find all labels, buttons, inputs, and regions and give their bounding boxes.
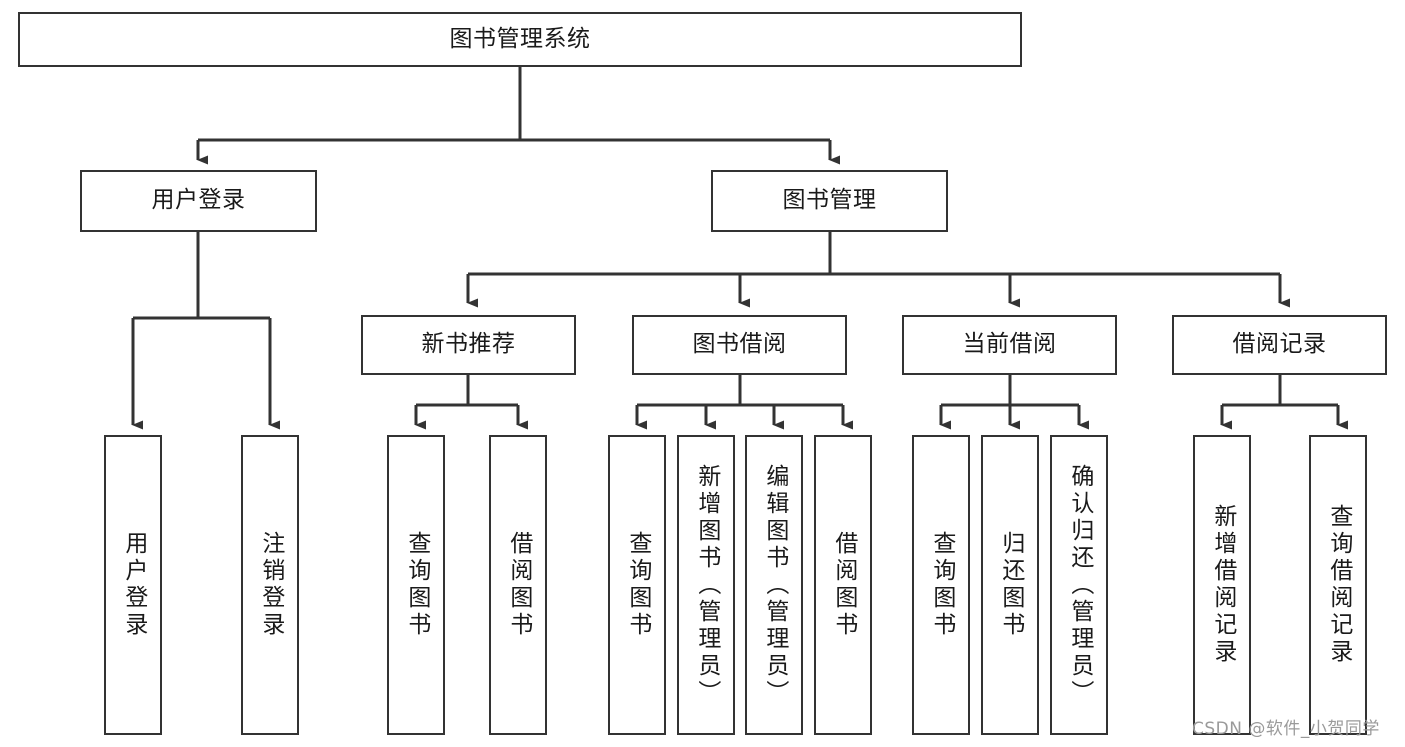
leaf-borrow-book[interactable]: 借阅图书 — [814, 435, 872, 735]
node-label: 图书管理系统 — [449, 25, 591, 52]
node-root-library-system[interactable]: 图书管理系统 — [18, 12, 1022, 67]
node-current-borrow[interactable]: 当前借阅 — [902, 315, 1117, 375]
node-label: 新增借阅记录 — [1209, 504, 1236, 666]
edge-userlogin-to-leaves — [131, 232, 280, 430]
node-borrow-record[interactable]: 借阅记录 — [1172, 315, 1387, 375]
node-book-management[interactable]: 图书管理 — [711, 170, 948, 232]
node-label: 用户登录 — [151, 187, 246, 214]
leaf-add-borrow-record[interactable]: 新增借阅记录 — [1193, 435, 1251, 735]
leaf-confirm-return-admin[interactable]: 确认归还（管理员） — [1050, 435, 1108, 735]
node-label: 新书推荐 — [421, 331, 516, 358]
node-label: 新增图书（管理员） — [693, 463, 720, 707]
node-label: 查询图书 — [624, 531, 651, 639]
node-label: 图书管理 — [782, 187, 877, 214]
node-new-book-recommend[interactable]: 新书推荐 — [361, 315, 576, 375]
leaf-add-book-admin[interactable]: 新增图书（管理员） — [677, 435, 735, 735]
edge-root-to-level2 — [196, 67, 840, 165]
node-label: 图书借阅 — [692, 331, 787, 358]
node-user-login[interactable]: 用户登录 — [80, 170, 317, 232]
edge-currentborrow-to-leaves — [939, 375, 1089, 430]
node-label: 编辑图书（管理员） — [761, 463, 788, 707]
edge-bookborrow-to-leaves — [635, 375, 853, 430]
leaf-query-book-current[interactable]: 查询图书 — [912, 435, 970, 735]
leaf-query-book-new[interactable]: 查询图书 — [387, 435, 445, 735]
node-label: 借阅记录 — [1232, 331, 1327, 358]
node-label: 查询图书 — [928, 531, 955, 639]
node-label: 借阅图书 — [505, 531, 532, 639]
node-label: 确认归还（管理员） — [1066, 463, 1093, 707]
node-label: 用户登录 — [120, 531, 147, 639]
leaf-logout-login[interactable]: 注销登录 — [241, 435, 299, 735]
leaf-borrow-book-new[interactable]: 借阅图书 — [489, 435, 547, 735]
node-book-borrow[interactable]: 图书借阅 — [632, 315, 847, 375]
node-label: 查询借阅记录 — [1325, 504, 1352, 666]
leaf-edit-book-admin[interactable]: 编辑图书（管理员） — [745, 435, 803, 735]
node-label: 注销登录 — [257, 531, 284, 639]
leaf-user-login[interactable]: 用户登录 — [104, 435, 162, 735]
leaf-query-borrow-record[interactable]: 查询借阅记录 — [1309, 435, 1367, 735]
node-label: 归还图书 — [997, 531, 1024, 639]
node-label: 当前借阅 — [962, 331, 1057, 358]
edge-borrowrecord-to-leaves — [1220, 375, 1348, 430]
edge-newbook-to-leaves — [414, 375, 528, 430]
leaf-query-book-borrow[interactable]: 查询图书 — [608, 435, 666, 735]
node-label: 借阅图书 — [830, 531, 857, 639]
node-label: 查询图书 — [403, 531, 430, 639]
edge-bookmgmt-to-level3 — [466, 232, 1290, 308]
leaf-return-book[interactable]: 归还图书 — [981, 435, 1039, 735]
